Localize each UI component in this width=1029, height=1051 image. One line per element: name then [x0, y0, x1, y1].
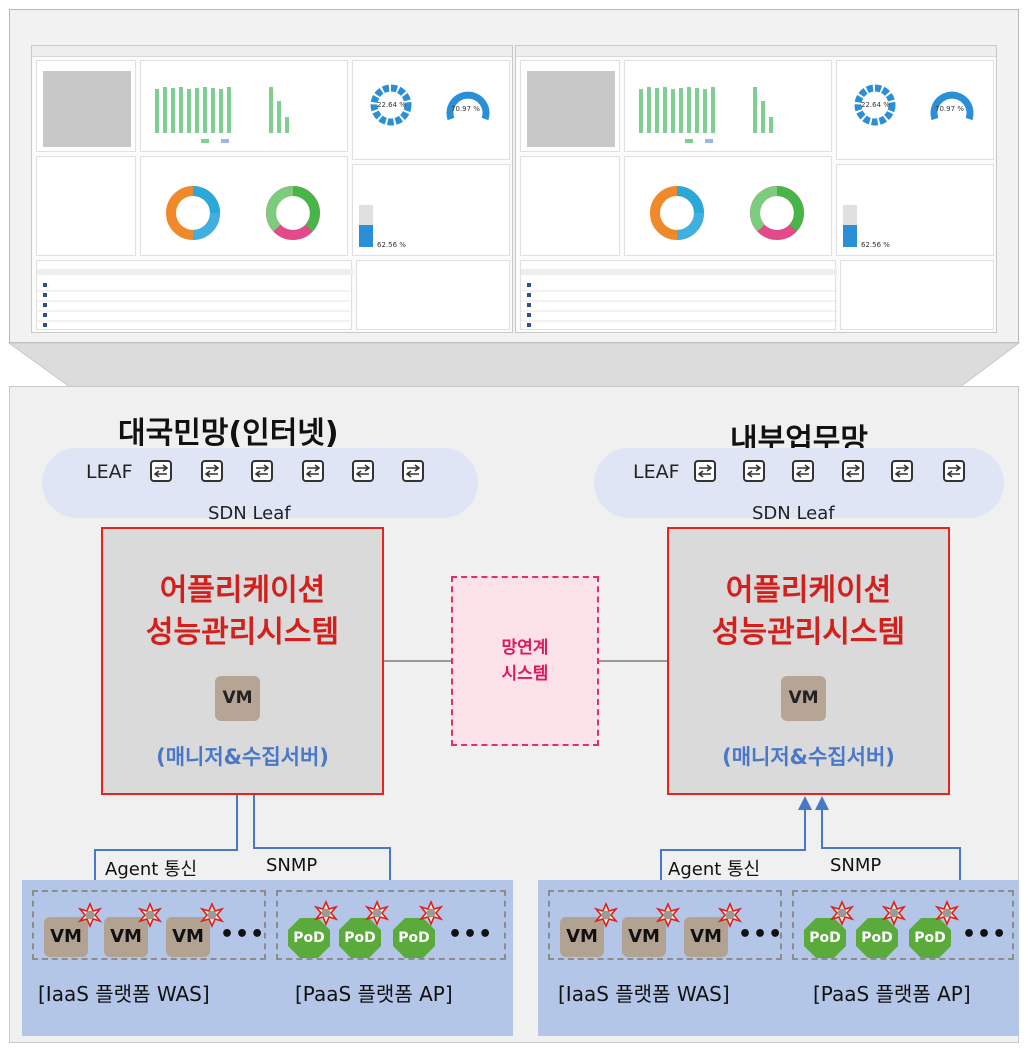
gauge-value-2: 70.97 %	[935, 105, 964, 113]
vm-icon: VM	[781, 676, 826, 721]
pod-icon: PoD	[803, 917, 847, 959]
pod-icon: PoD	[855, 917, 899, 959]
leaf-switch-icon	[694, 460, 716, 482]
network-link-system: 망연계 시스템	[451, 576, 599, 746]
gauge-value-2: 70.97 %	[451, 105, 480, 113]
apm-system-left: 어플리케이션 성능관리시스템 VM (매니저&수집서버)	[101, 527, 384, 795]
dashboard-screenshot-frame: 22.64 % 70.97 % 62.56 %	[9, 9, 1019, 343]
dashboard-panel-bar-chart	[140, 60, 348, 152]
dashboard-screenshot-left: 22.64 % 70.97 % 62.56 %	[31, 45, 513, 333]
dashboard-panel-table	[36, 260, 353, 330]
vm-instance: VM	[684, 917, 728, 957]
dashboard-panel-events	[840, 260, 994, 330]
dashboard-panel-storage: 62.56 %	[836, 164, 994, 256]
apm-title-line1: 어플리케이션	[725, 573, 892, 608]
pod-icon: PoD	[287, 917, 331, 959]
pod-label: PoD	[861, 930, 893, 946]
snmp-label: SNMP	[266, 855, 318, 876]
pod-label: PoD	[809, 930, 841, 946]
agent-comm-label: Agent 통신	[668, 859, 761, 880]
manager-collector-label: (매니저&수집서버)	[722, 745, 895, 769]
leaf-switch-icon	[302, 460, 324, 482]
apm-title-line2: 성능관리시스템	[711, 615, 906, 650]
leaf-switch-icon	[352, 460, 374, 482]
storage-value: 62.56 %	[377, 241, 406, 249]
leaf-switch-icon	[743, 460, 765, 482]
leaf-label: LEAF	[633, 461, 680, 483]
sdn-leaf-cloud-right	[594, 448, 1004, 518]
network-title-public: 대국민망(인터넷)	[118, 416, 339, 451]
more-pod-ellipsis: •••	[448, 922, 494, 947]
apm-system-right: 어플리케이션 성능관리시스템 VM (매니저&수집서버)	[667, 527, 950, 795]
leaf-label: LEAF	[86, 461, 133, 483]
apm-title-line1: 어플리케이션	[159, 573, 326, 608]
more-vm-ellipsis: •••	[738, 922, 784, 947]
link-system-line1: 망연계	[501, 638, 549, 658]
dashboard-panel-topology	[520, 60, 620, 152]
leaf-switch-icon	[891, 460, 913, 482]
storage-value: 62.56 %	[861, 241, 890, 249]
dashboard-panel-gauges: 22.64 % 70.97 %	[836, 60, 994, 160]
leaf-switch-icon	[842, 460, 864, 482]
dashboard-panel-gauges: 22.64 % 70.97 %	[352, 60, 510, 160]
paas-platform-label: [PaaS 플랫폼 AP]	[813, 982, 971, 1006]
more-vm-ellipsis: •••	[220, 922, 266, 947]
pod-label: PoD	[344, 930, 376, 946]
leaf-switch-icon	[402, 460, 424, 482]
pod-label: PoD	[293, 930, 325, 946]
sdn-leaf-cloud-left	[42, 448, 478, 518]
gauge-value-1: 22.64 %	[377, 101, 406, 109]
dashboard-panel-info	[520, 156, 620, 256]
pod-icon: PoD	[338, 917, 382, 959]
platform-group-left: [IaaS 플랫폼 WAS] [PaaS 플랫폼 AP]	[22, 880, 513, 1036]
iaas-platform-label: [IaaS 플랫폼 WAS]	[558, 982, 730, 1006]
apm-title-line2: 성능관리시스템	[145, 615, 340, 650]
iaas-platform-label: [IaaS 플랫폼 WAS]	[38, 982, 210, 1006]
vm-instance: VM	[166, 917, 210, 957]
dashboard-panel-bar-chart	[624, 60, 832, 152]
leaf-switch-icon	[251, 460, 273, 482]
sdn-leaf-label: SDN Leaf	[208, 503, 291, 524]
dashboard-panel-topology	[36, 60, 136, 152]
dashboard-panel-info	[36, 156, 136, 256]
leaf-switch-icon	[943, 460, 965, 482]
vm-icon: VM	[215, 676, 260, 721]
leaf-switch-icon	[150, 460, 172, 482]
agent-comm-label: Agent 통신	[105, 859, 198, 880]
pod-icon: PoD	[908, 917, 952, 959]
gauge-value-1: 22.64 %	[861, 101, 890, 109]
snmp-label: SNMP	[830, 855, 882, 876]
pod-label: PoD	[914, 930, 946, 946]
dashboard-tabbar	[32, 46, 512, 57]
dashboard-screenshot-right: 22.64 % 70.97 % 62.56 %	[515, 45, 997, 333]
dashboard-panel-storage: 62.56 %	[352, 164, 510, 256]
leaf-switch-icon	[201, 460, 223, 482]
dashboard-panel-donuts	[140, 156, 348, 256]
vm-instance: VM	[622, 917, 666, 957]
dashboard-panel-events	[356, 260, 510, 330]
manager-collector-label: (매니저&수집서버)	[156, 745, 329, 769]
link-system-line2: 시스템	[501, 664, 549, 684]
leaf-switch-icon	[792, 460, 814, 482]
vm-instance: VM	[44, 917, 88, 957]
vm-instance: VM	[560, 917, 604, 957]
sdn-leaf-label: SDN Leaf	[752, 503, 835, 524]
dashboard-tabbar	[516, 46, 996, 57]
pod-icon: PoD	[392, 917, 436, 959]
more-pod-ellipsis: •••	[962, 922, 1008, 947]
dashboard-panel-table	[520, 260, 837, 330]
vm-instance: VM	[104, 917, 148, 957]
dashboard-panel-donuts	[624, 156, 832, 256]
paas-platform-label: [PaaS 플랫폼 AP]	[295, 982, 453, 1006]
pod-label: PoD	[398, 930, 430, 946]
